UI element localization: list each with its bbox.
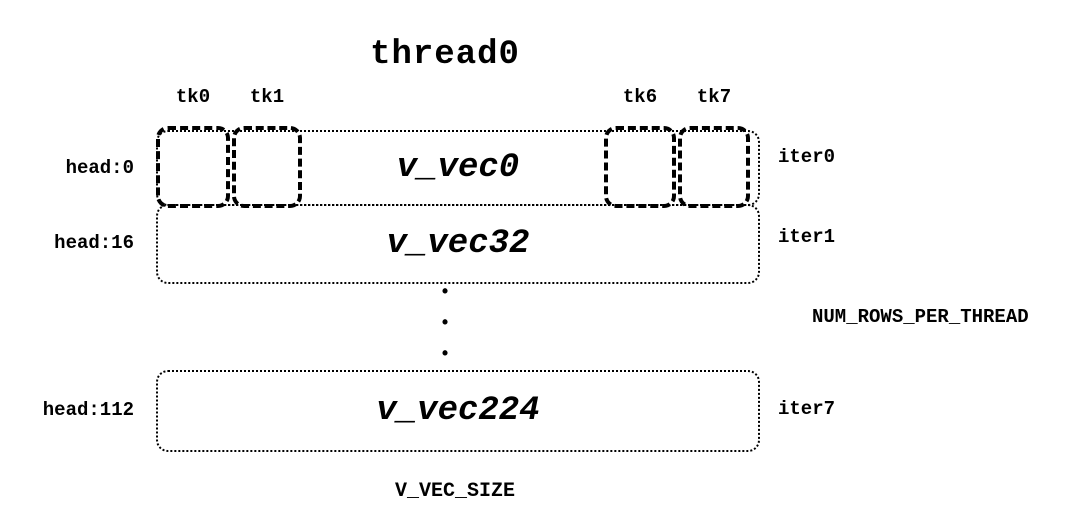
- iter7-label: iter7: [778, 398, 836, 420]
- head-16-label: head:16: [54, 232, 134, 254]
- v-vec0-label: v_vec0: [396, 149, 520, 187]
- v-vec224-label: v_vec224: [376, 392, 540, 430]
- tk0-cell-box: [156, 126, 230, 208]
- tk1-cell-box: [232, 126, 302, 208]
- tk7-label: tk7: [696, 86, 732, 108]
- v-vec32-label: v_vec32: [386, 225, 530, 263]
- vector-row-iter1: v_vec32: [156, 204, 760, 284]
- tk1-label: tk1: [249, 86, 285, 108]
- tk6-cell-box: [604, 126, 676, 208]
- vector-row-iter7: v_vec224: [156, 370, 760, 452]
- num-rows-per-thread-label: NUM_ROWS_PER_THREAD: [812, 306, 1029, 328]
- ellipsis-dot: •: [439, 283, 451, 303]
- head-0-label: head:0: [65, 157, 134, 179]
- iter1-label: iter1: [778, 226, 836, 248]
- head-112-label: head:112: [42, 399, 134, 421]
- tk6-label: tk6: [622, 86, 658, 108]
- tk7-cell-box: [678, 126, 750, 208]
- v-vec-size-label: V_VEC_SIZE: [394, 480, 516, 503]
- ellipsis-dot: •: [439, 314, 451, 334]
- vertical-ellipsis: • • •: [155, 283, 735, 365]
- ellipsis-dot: •: [439, 345, 451, 365]
- tk0-label: tk0: [175, 86, 211, 108]
- iter0-label: iter0: [778, 146, 836, 168]
- diagram-title: thread0: [370, 36, 520, 74]
